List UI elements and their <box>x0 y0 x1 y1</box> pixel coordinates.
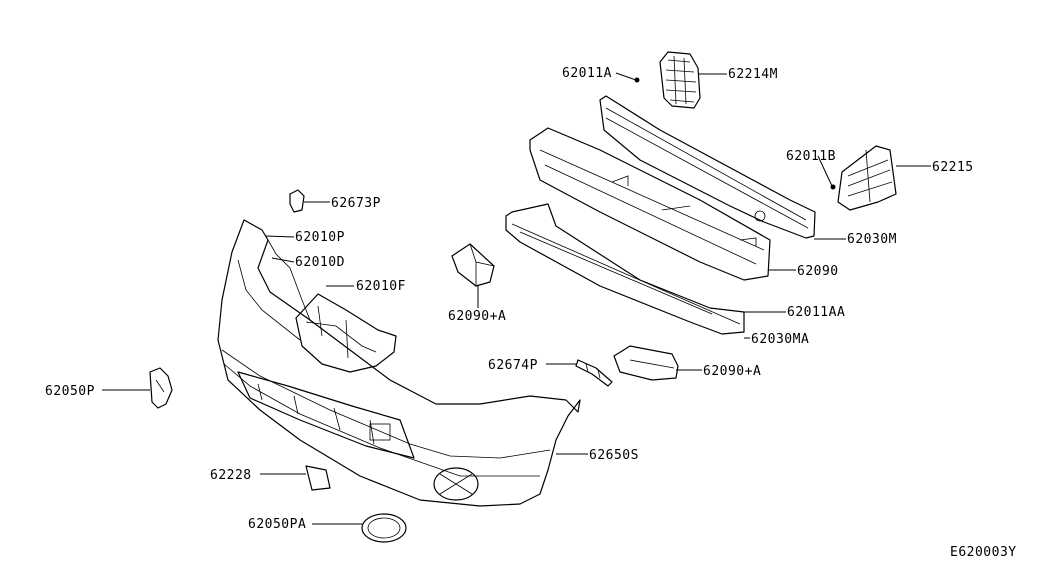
clip-62673p <box>289 189 305 213</box>
label-62010p: 62010P <box>295 230 345 245</box>
diagram-code: E620003Y <box>950 545 1017 560</box>
label-62050p: 62050P <box>45 384 95 399</box>
label-62010d: 62010D <box>295 255 345 270</box>
label-62215: 62215 <box>932 160 974 175</box>
pad-62090a-right <box>613 345 679 381</box>
label-62030m: 62030M <box>847 232 897 247</box>
absorber-62090 <box>529 127 771 281</box>
label-62011aa: 62011AA <box>787 305 845 320</box>
fog-lamp-opening <box>433 467 479 501</box>
fog-lamp-ring-62050pa <box>361 513 407 543</box>
label-62673p: 62673P <box>331 196 381 211</box>
label-62010f: 62010F <box>356 279 406 294</box>
label-62214m: 62214M <box>728 67 778 82</box>
bracket-62215 <box>837 145 897 211</box>
label-62011a: 62011A <box>562 66 612 81</box>
reinforcement-62030ma <box>505 203 745 335</box>
label-62228: 62228 <box>210 468 252 483</box>
fog-lamp-star <box>439 473 473 495</box>
label-62650s: 62650S <box>589 448 639 463</box>
clip-62674p <box>575 359 613 387</box>
label-62011b: 62011B <box>786 149 836 164</box>
bracket-62214m <box>659 51 701 109</box>
leader-lines <box>102 72 931 525</box>
pad-62090a-left <box>451 243 495 287</box>
label-62030ma: 62030MA <box>751 332 809 347</box>
label-62090a-right: 62090+A <box>703 364 761 379</box>
lower-grille <box>237 371 415 459</box>
screw-62011a <box>634 77 640 83</box>
reinforcement-62030m <box>599 95 816 239</box>
side-cover-62050p <box>149 367 173 409</box>
bumper-fascia-62650s <box>217 219 581 507</box>
label-62090: 62090 <box>797 264 839 279</box>
label-62674p: 62674P <box>488 358 538 373</box>
grille-62010f <box>295 293 397 373</box>
label-62090a-left: 62090+A <box>448 309 506 324</box>
label-62050pa: 62050PA <box>248 517 306 532</box>
tow-cover-62228 <box>305 465 331 491</box>
